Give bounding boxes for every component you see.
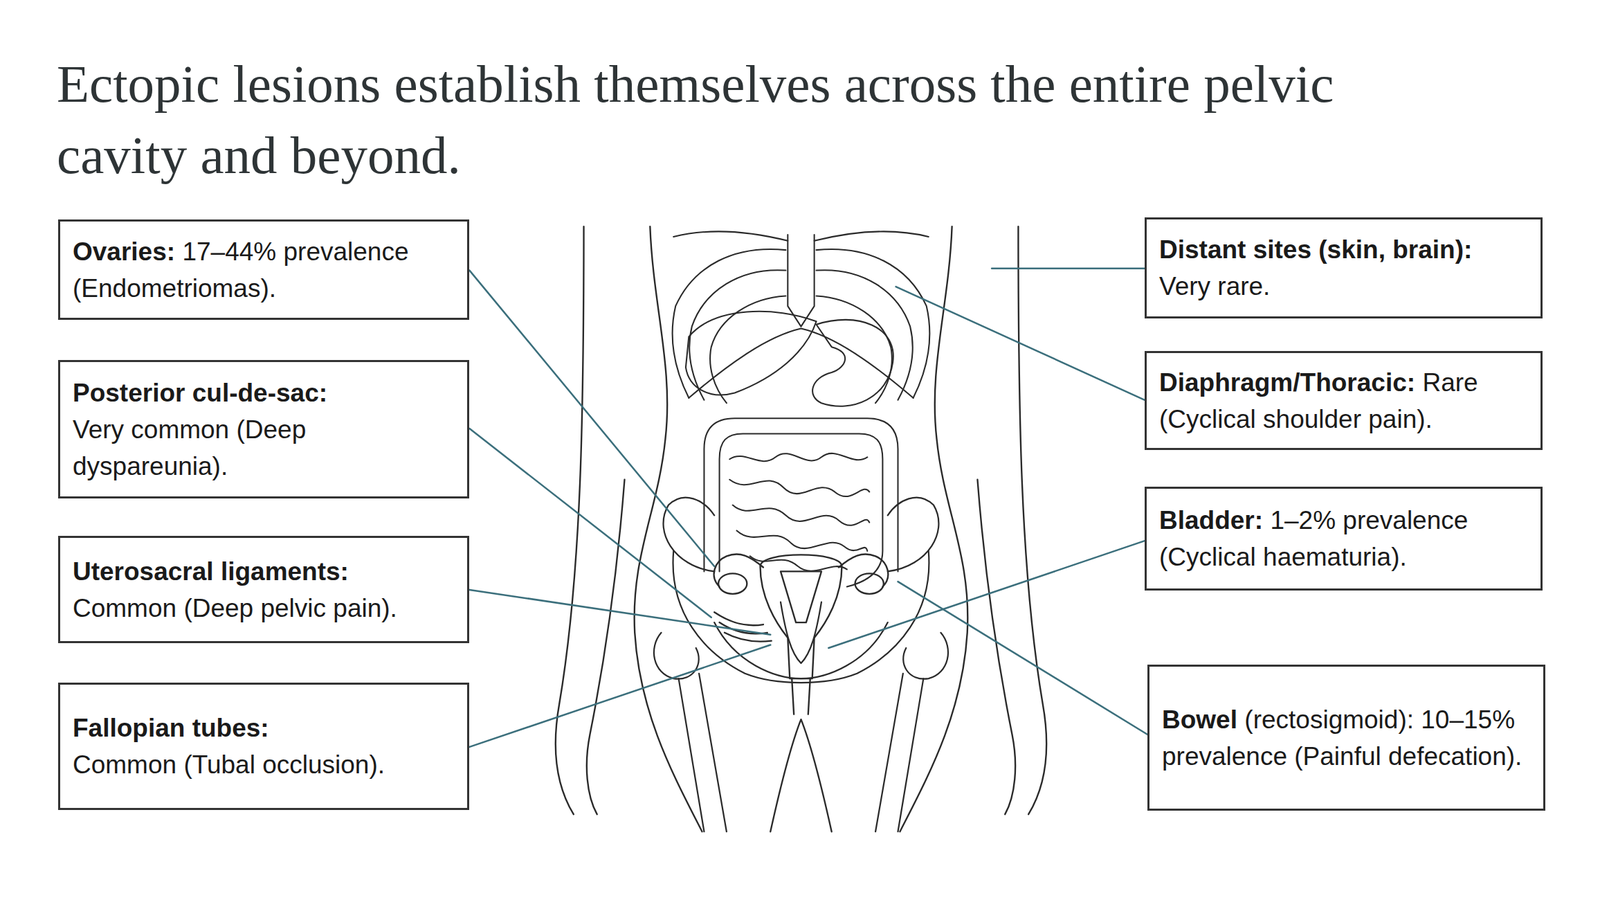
uterine-cavity (780, 570, 822, 623)
leader-line (828, 540, 1145, 648)
callout-paragraph: Diaphragm/Thoracic:Rare (Cyclical should… (1159, 364, 1529, 438)
hip-right (903, 632, 949, 679)
right-arm-inner (977, 479, 1016, 814)
legs-inner (770, 719, 832, 832)
callout-heading: Ovaries: (72, 237, 176, 266)
callout-box: Bladder:1–2% prevalence (Cyclical haemat… (1144, 486, 1543, 591)
clavicle (673, 231, 788, 241)
leader-line (897, 581, 1148, 735)
rib (689, 269, 786, 400)
callout-paragraph: Ovaries:17–44% prevalence (Endometriomas… (72, 233, 455, 307)
organs (685, 311, 899, 587)
fallopian-tube-left (714, 553, 764, 587)
leader-line (991, 267, 1145, 270)
callout-body: Very rare. (1159, 267, 1529, 305)
callout-box: Uterosacral ligaments:Common (Deep pelvi… (58, 535, 470, 643)
rib (816, 269, 913, 400)
right-arm (1017, 226, 1047, 814)
diagram-title: Ectopic lesions establish themselves acr… (56, 48, 1455, 192)
leader-line (469, 428, 711, 618)
ribcage (672, 231, 931, 403)
liver (685, 311, 817, 396)
callout-paragraph: Bladder:1–2% prevalence (Cyclical haemat… (1159, 501, 1529, 576)
torso-right (899, 226, 968, 832)
callout-body: Very common (Deep dyspareunia). (72, 411, 455, 485)
callout-box: Ovaries:17–44% prevalence (Endometriomas… (58, 219, 470, 320)
callout-body: Common (Deep pelvic pain). (72, 589, 455, 627)
ovary-left (718, 573, 747, 594)
costal-margin (688, 328, 913, 398)
sternum (787, 234, 814, 327)
callout-body: Common (Tubal occlusion). (72, 746, 455, 783)
vagina (791, 678, 811, 715)
uterus (760, 554, 843, 679)
rib (816, 295, 893, 403)
uterus-group (714, 553, 889, 714)
small-intestine (729, 453, 870, 571)
callout-heading: Diaphragm/Thoracic: (1159, 368, 1416, 397)
leader-line (469, 589, 771, 635)
callout-box: Fallopian tubes:Common (Tubal occlusion)… (58, 682, 470, 810)
leader-lines (469, 268, 1148, 747)
femur-left (678, 673, 727, 832)
iliac-wing (887, 497, 940, 572)
sacrum (780, 602, 822, 663)
stomach (812, 319, 894, 407)
callout-box: Diaphragm/Thoracic:Rare (Cyclical should… (1144, 350, 1543, 450)
left-arm-inner (586, 479, 625, 814)
callout-heading: Distant sites (skin, brain): (1159, 231, 1529, 268)
clavicle (814, 231, 929, 241)
callout-heading: Uterosacral ligaments: (72, 552, 455, 590)
left-arm (555, 226, 585, 814)
body-outline (555, 226, 1048, 832)
callout-heading: Fallopian tubes: (72, 709, 455, 747)
callout-paragraph: Bowel(rectosigmoid): 10–15% prevalence (… (1161, 701, 1531, 775)
callout-heading: Posterior cul-de-sac: (72, 374, 455, 412)
ovary-right (855, 573, 884, 594)
large-intestine-inner (719, 433, 884, 587)
callout-box: Distant sites (skin, brain):Very rare. (1144, 217, 1543, 319)
leader-line (469, 270, 715, 567)
callout-heading: Bladder: (1159, 505, 1263, 535)
fallopian-tube-right (838, 553, 888, 587)
leader-line (469, 644, 771, 747)
callout-heading: Bowel (1161, 705, 1238, 734)
rib (816, 249, 931, 398)
callout-box: Posterior cul-de-sac:Very common (Deep d… (58, 359, 470, 499)
torso-left (634, 226, 703, 832)
femur-right (875, 673, 924, 832)
large-intestine (703, 417, 898, 571)
leader-line (896, 286, 1146, 400)
callout-box: Bowel(rectosigmoid): 10–15% prevalence (… (1147, 664, 1546, 811)
